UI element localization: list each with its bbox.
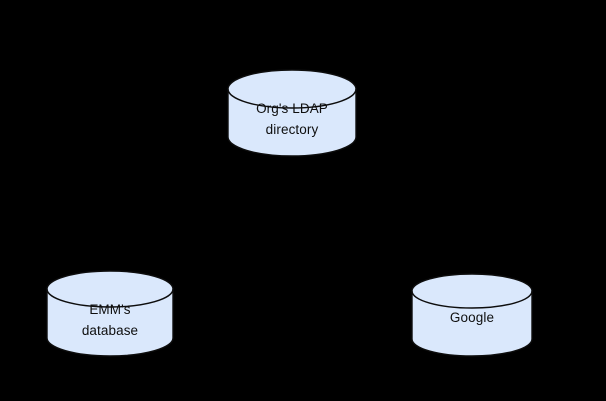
database-cylinder-icon [227,69,357,157]
database-node-google[interactable]: Google [411,273,533,357]
database-cylinder-icon [46,270,174,357]
database-cylinder-icon [411,273,533,357]
